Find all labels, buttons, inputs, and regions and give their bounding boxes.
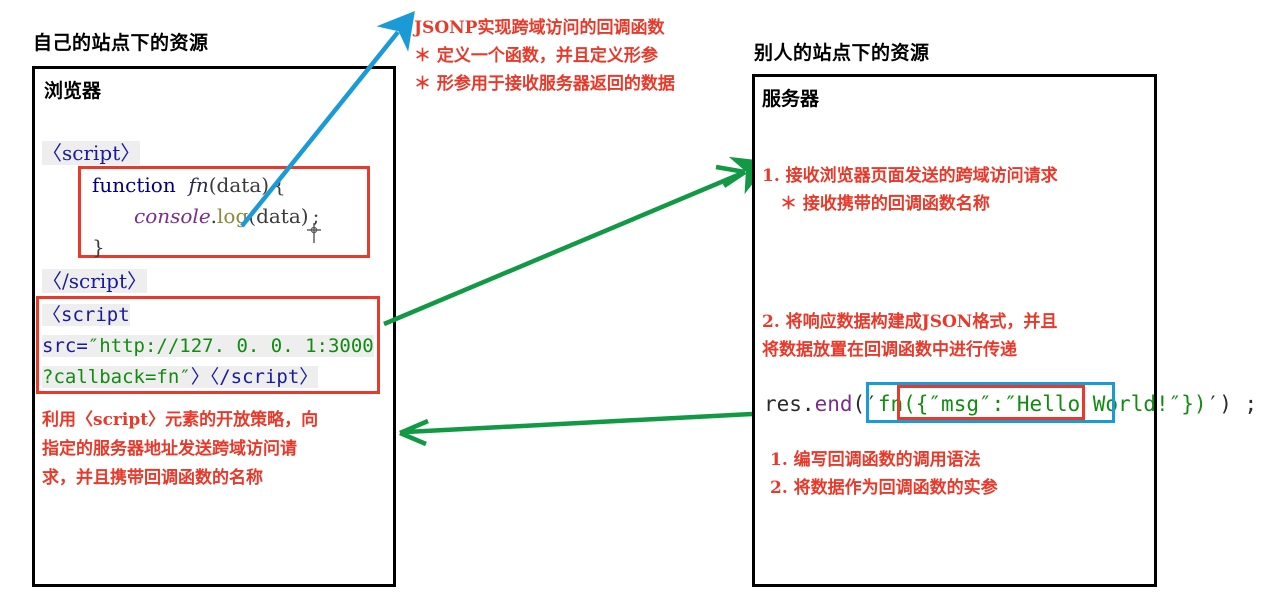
jsonp-script-line-3: ?callback=fn″〉〈/script〉 (42, 362, 374, 393)
left-panel-caption: 自己的站点下的资源 (33, 32, 209, 54)
server-step-2-line-1: 2. 将响应数据构建成JSON格式，并且 (762, 312, 1058, 332)
browser-explanation-note: 利用〈script〉元素的开放策略，向 指定的服务器地址发送跨域访问请 求，并且… (42, 406, 372, 493)
server-footer-notes: 1. 编写回调函数的调用语法 2. 将数据作为回调函数的实参 (770, 446, 998, 502)
text-cursor-icon (305, 222, 323, 249)
callback-code-line-3: } (92, 232, 319, 263)
server-footer-line-2: 2. 将数据作为回调函数的实参 (770, 478, 998, 498)
log-args: (data) ; (248, 204, 320, 228)
server-box-title: 服务器 (762, 88, 820, 110)
jsonp-annotation-line-1: JSONP实现跨域访问的回调函数 (414, 18, 665, 38)
server-step-1: 1. 接收浏览器页面发送的跨域访问请求 ＊ 接收携带的回调函数名称 (762, 162, 1058, 218)
res-object: res. (764, 392, 815, 416)
json-payload-highlight (897, 385, 1085, 420)
jsonp-script-line-1: 〈script (42, 300, 374, 331)
dot-operator: . (210, 204, 218, 228)
script-tag-close: 〉〈/script〉 (190, 366, 319, 388)
end-method: end (814, 392, 853, 416)
jsonp-annotation-line-2: ＊ 定义一个函数，并且定义形参 (414, 46, 658, 66)
function-keyword: function (92, 173, 176, 197)
jsonp-top-annotation: JSONP实现跨域访问的回调函数 ＊ 定义一个函数，并且定义形参 ＊ 形参用于接… (414, 14, 675, 98)
close-quote-paren: ′) ; (1206, 392, 1258, 416)
browser-note-line-2: 指定的服务器地址发送跨域访问请 (42, 439, 297, 459)
jsonp-script-line-2: src=″http://127. 0. 0. 1:3000 (42, 331, 374, 362)
callback-code-line-1: function fn(data) { (92, 170, 319, 201)
json-payload: {″msg″:″Hello World!″} (915, 392, 1194, 416)
callback-right-paren: ) (1193, 392, 1207, 416)
callback-invocation-highlight (866, 382, 1115, 423)
callback-left-paren: ( (903, 392, 916, 416)
src-attribute-value-part1: ″http://127. 0. 0. 1:3000 (87, 335, 374, 357)
jsonp-script-code: 〈script src=″http://127. 0. 0. 1:3000 ?c… (42, 300, 374, 393)
browser-note-line-1: 利用〈script〉元素的开放策略，向 (42, 410, 319, 430)
server-box (752, 74, 1157, 587)
server-step-2: 2. 将响应数据构建成JSON格式，并且 将数据放置在回调函数中进行传递 (762, 308, 1057, 364)
server-footer-line-1: 1. 编写回调函数的调用语法 (770, 450, 981, 470)
server-step-1-line-1: 1. 接收浏览器页面发送的跨域访问请求 (762, 166, 1058, 186)
script-close-tag-text: 〈/script〉 (42, 269, 147, 293)
console-object: console (134, 204, 211, 228)
server-step-1-line-2: ＊ 接收携带的回调函数名称 (780, 194, 990, 214)
browser-note-line-3: 求，并且携带回调函数的名称 (42, 468, 263, 488)
src-attribute-name: src= (42, 335, 88, 357)
script-close-tag: 〈/script〉 (42, 266, 147, 297)
script-open-tag: 〈script〉 (42, 138, 141, 169)
server-response-code: res.end(′fn({″msg″:″Hello World!″})′) ; (764, 389, 1257, 420)
right-panel-caption: 别人的站点下的资源 (754, 42, 930, 64)
open-paren-quote: (′ (852, 392, 878, 416)
closing-brace: } (92, 235, 105, 259)
jsonp-script-highlight (36, 296, 380, 394)
browser-box-title: 浏览器 (44, 80, 102, 102)
script-open-tag-text: 〈script〉 (42, 141, 141, 165)
src-attribute-value-part2: ?callback=fn″ (42, 366, 191, 388)
server-step-2-line-2: 将数据放置在回调函数中进行传递 (762, 340, 1017, 360)
jsonp-annotation-line-3: ＊ 形参用于接收服务器返回的数据 (414, 74, 675, 94)
callback-definition-highlight (78, 166, 370, 258)
script-tag-open: 〈script (42, 304, 130, 326)
function-name: fn (188, 173, 209, 197)
